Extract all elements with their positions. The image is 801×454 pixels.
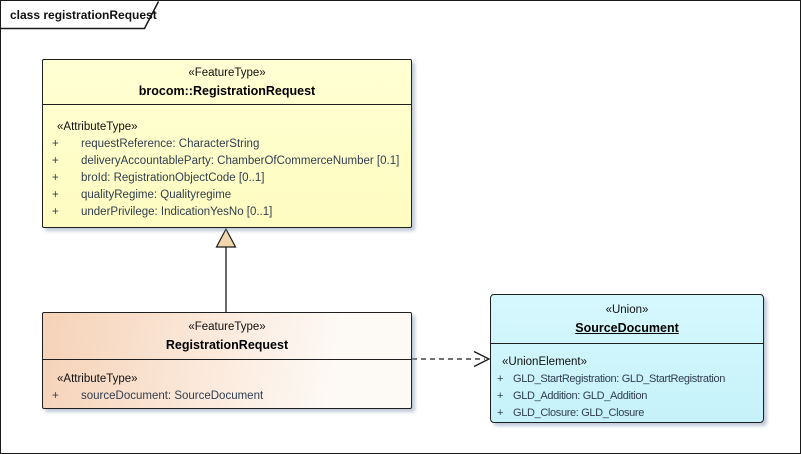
attribute-row: + requestReference: CharacterString bbox=[43, 136, 411, 153]
dependency-arrow[interactable] bbox=[412, 350, 491, 368]
visibility-marker: + bbox=[52, 189, 59, 201]
attribute-row: + underPrivilege: IndicationYesNo [0..1] bbox=[43, 204, 411, 221]
attribute-text: sourceDocument: SourceDocument bbox=[81, 390, 264, 402]
attribute-text: GLD_StartRegistration: GLD_StartRegistra… bbox=[513, 373, 726, 385]
attribute-text: broId: RegistrationObjectCode [0..1] bbox=[81, 172, 265, 184]
attribute-section-label: «UnionElement» bbox=[502, 356, 588, 368]
visibility-marker: + bbox=[52, 390, 59, 402]
class-stereotype: «Union» bbox=[605, 304, 649, 316]
class-stereotype: «FeatureType» bbox=[188, 67, 266, 79]
attribute-section-label: «AttributeType» bbox=[57, 121, 138, 133]
visibility-marker: + bbox=[497, 390, 504, 402]
class-name: RegistrationRequest bbox=[165, 338, 289, 352]
visibility-marker: + bbox=[52, 138, 59, 150]
class-stereotype: «FeatureType» bbox=[188, 321, 266, 333]
attribute-text: GLD_Addition: GLD_Addition bbox=[513, 390, 647, 402]
attribute-section-label: «AttributeType» bbox=[57, 373, 138, 385]
class-header: «Union» SourceDocument bbox=[491, 295, 763, 344]
attribute-row: + GLD_Closure: GLD_Closure bbox=[491, 405, 763, 422]
attribute-compartment: «UnionElement» + GLD_StartRegistration: … bbox=[491, 344, 763, 422]
attribute-compartment: «AttributeType» + requestReference: Char… bbox=[43, 105, 411, 221]
attribute-row: + qualityRegime: Qualityregime bbox=[43, 187, 411, 204]
attribute-text: qualityRegime: Qualityregime bbox=[81, 189, 232, 201]
visibility-marker: + bbox=[52, 206, 59, 218]
visibility-marker: + bbox=[52, 172, 59, 184]
attribute-text: GLD_Closure: GLD_Closure bbox=[513, 407, 644, 419]
generalization-arrow[interactable] bbox=[215, 227, 237, 312]
attribute-row: + GLD_StartRegistration: GLD_StartRegist… bbox=[491, 371, 763, 388]
attribute-text: underPrivilege: IndicationYesNo [0..1] bbox=[81, 206, 273, 218]
attribute-row: + GLD_Addition: GLD_Addition bbox=[491, 388, 763, 405]
class-box-source-document[interactable]: «Union» SourceDocument «UnionElement» + … bbox=[490, 294, 764, 423]
attribute-row: + sourceDocument: SourceDocument bbox=[43, 388, 411, 405]
visibility-marker: + bbox=[497, 373, 504, 385]
frame-tab-outline bbox=[1, 1, 160, 30]
attribute-compartment: «AttributeType» + sourceDocument: Source… bbox=[43, 360, 411, 405]
diagram-frame-tab: class registrationRequest bbox=[1, 1, 161, 30]
class-header: «FeatureType» RegistrationRequest bbox=[43, 313, 411, 360]
visibility-marker: + bbox=[52, 155, 59, 167]
class-name: brocom::RegistrationRequest bbox=[138, 84, 316, 98]
visibility-marker: + bbox=[497, 407, 504, 419]
attribute-text: requestReference: CharacterString bbox=[81, 138, 260, 150]
class-name: SourceDocument bbox=[575, 321, 679, 335]
class-box-registration-request[interactable]: «FeatureType» RegistrationRequest «Attri… bbox=[42, 312, 412, 409]
attribute-row: + broId: RegistrationObjectCode [0..1] bbox=[43, 170, 411, 187]
class-header: «FeatureType» brocom::RegistrationReques… bbox=[43, 60, 411, 105]
class-box-brocom-registration-request[interactable]: «FeatureType» brocom::RegistrationReques… bbox=[42, 59, 412, 228]
attribute-text: deliveryAccountableParty: ChamberOfComme… bbox=[81, 155, 400, 167]
diagram-title: class registrationRequest bbox=[10, 8, 157, 22]
attribute-row: + deliveryAccountableParty: ChamberOfCom… bbox=[43, 153, 411, 170]
